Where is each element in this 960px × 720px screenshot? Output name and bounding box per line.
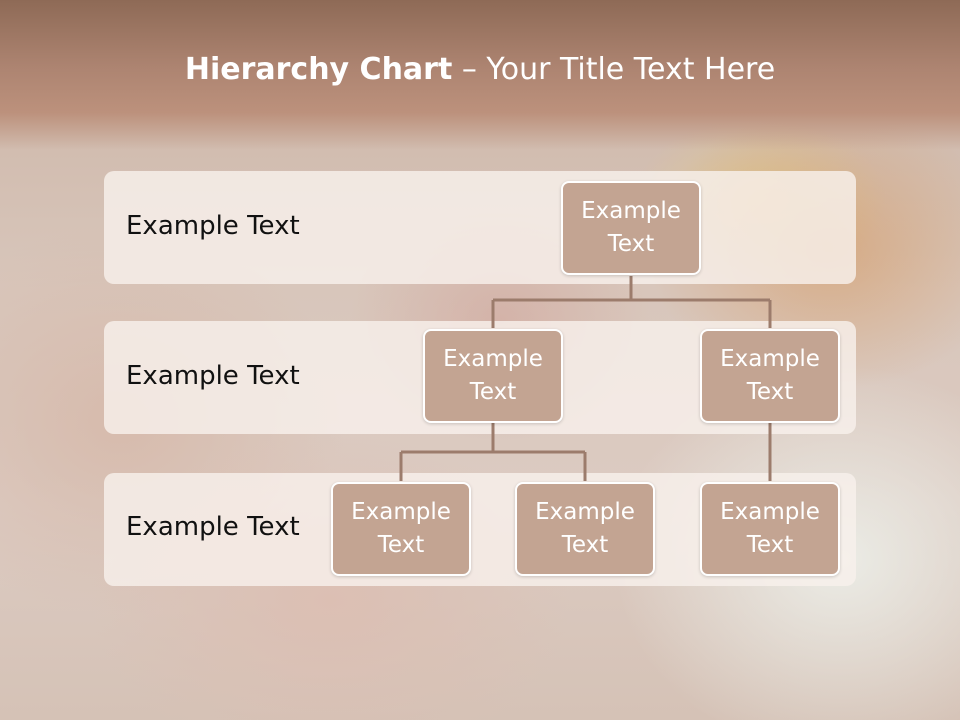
title-bar bbox=[0, 0, 960, 150]
node-level2-right-text: Example Text bbox=[720, 346, 820, 405]
node-root[interactable]: Example Text bbox=[561, 181, 701, 275]
node-level2-right[interactable]: Example Text bbox=[700, 329, 840, 423]
node-level2-left-text: Example Text bbox=[443, 346, 543, 405]
title-separator: – bbox=[452, 52, 487, 87]
node-level3-right[interactable]: Example Text bbox=[700, 482, 840, 576]
level-label-2: Example Text bbox=[126, 361, 300, 391]
node-root-text: Example Text bbox=[581, 198, 681, 257]
node-level3-middle[interactable]: Example Text bbox=[515, 482, 655, 576]
title-bold: Hierarchy Chart bbox=[184, 52, 453, 87]
level-label-1: Example Text bbox=[126, 211, 300, 241]
level-band-1 bbox=[104, 171, 856, 284]
node-level3-middle-text: Example Text bbox=[535, 499, 635, 558]
level-label-3: Example Text bbox=[126, 512, 300, 542]
node-level3-left-text: Example Text bbox=[351, 499, 451, 558]
node-level3-right-text: Example Text bbox=[720, 499, 820, 558]
title-rest: Your Title Text Here bbox=[486, 52, 776, 87]
page-title: Hierarchy Chart – Your Title Text Here bbox=[0, 52, 960, 87]
node-level2-left[interactable]: Example Text bbox=[423, 329, 563, 423]
node-level3-left[interactable]: Example Text bbox=[331, 482, 471, 576]
